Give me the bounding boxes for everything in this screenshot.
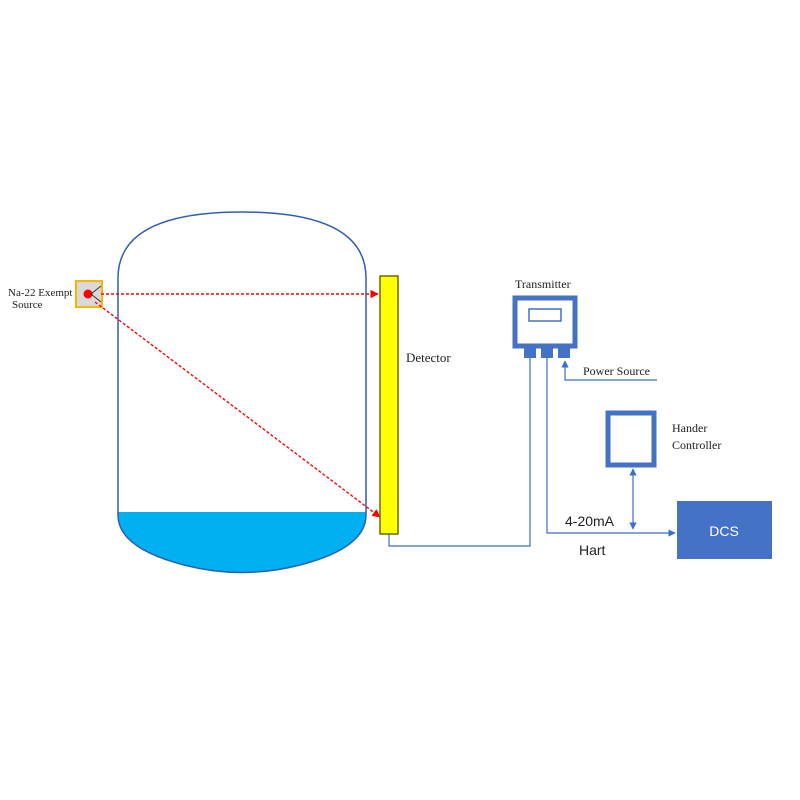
power-source-line [561,360,657,381]
dcs-label: DCS [709,523,739,539]
hander-label-line1: Hander [672,421,707,435]
source-dot-icon [83,289,93,299]
transmitter-display [528,308,562,322]
detector-label: Detector [406,350,451,365]
vessel-liquid [118,512,366,573]
transmitter-label: Transmitter [515,277,571,291]
signal-line [546,358,676,537]
transmitter-gland-right [558,346,570,358]
dcs-box [677,501,772,559]
transmitter-gland-left [524,346,536,358]
vessel-outline [117,211,367,574]
protocol-label: Hart [579,542,606,558]
beam-diagonal [94,301,381,518]
hander-label-line2: Controller [672,438,721,452]
source-emitter-icon [90,285,102,303]
detector-bar [379,275,399,535]
signal-label: 4-20mA [565,513,615,529]
source-label-line2: Source [12,299,43,311]
transmitter-gland-middle [541,346,553,358]
power-source-label: Power Source [583,364,650,378]
detector-cable [388,358,531,547]
hander-controller [605,410,657,468]
source-label-line1: Na-22 Exempt [8,287,72,299]
transmitter-housing [512,295,578,349]
